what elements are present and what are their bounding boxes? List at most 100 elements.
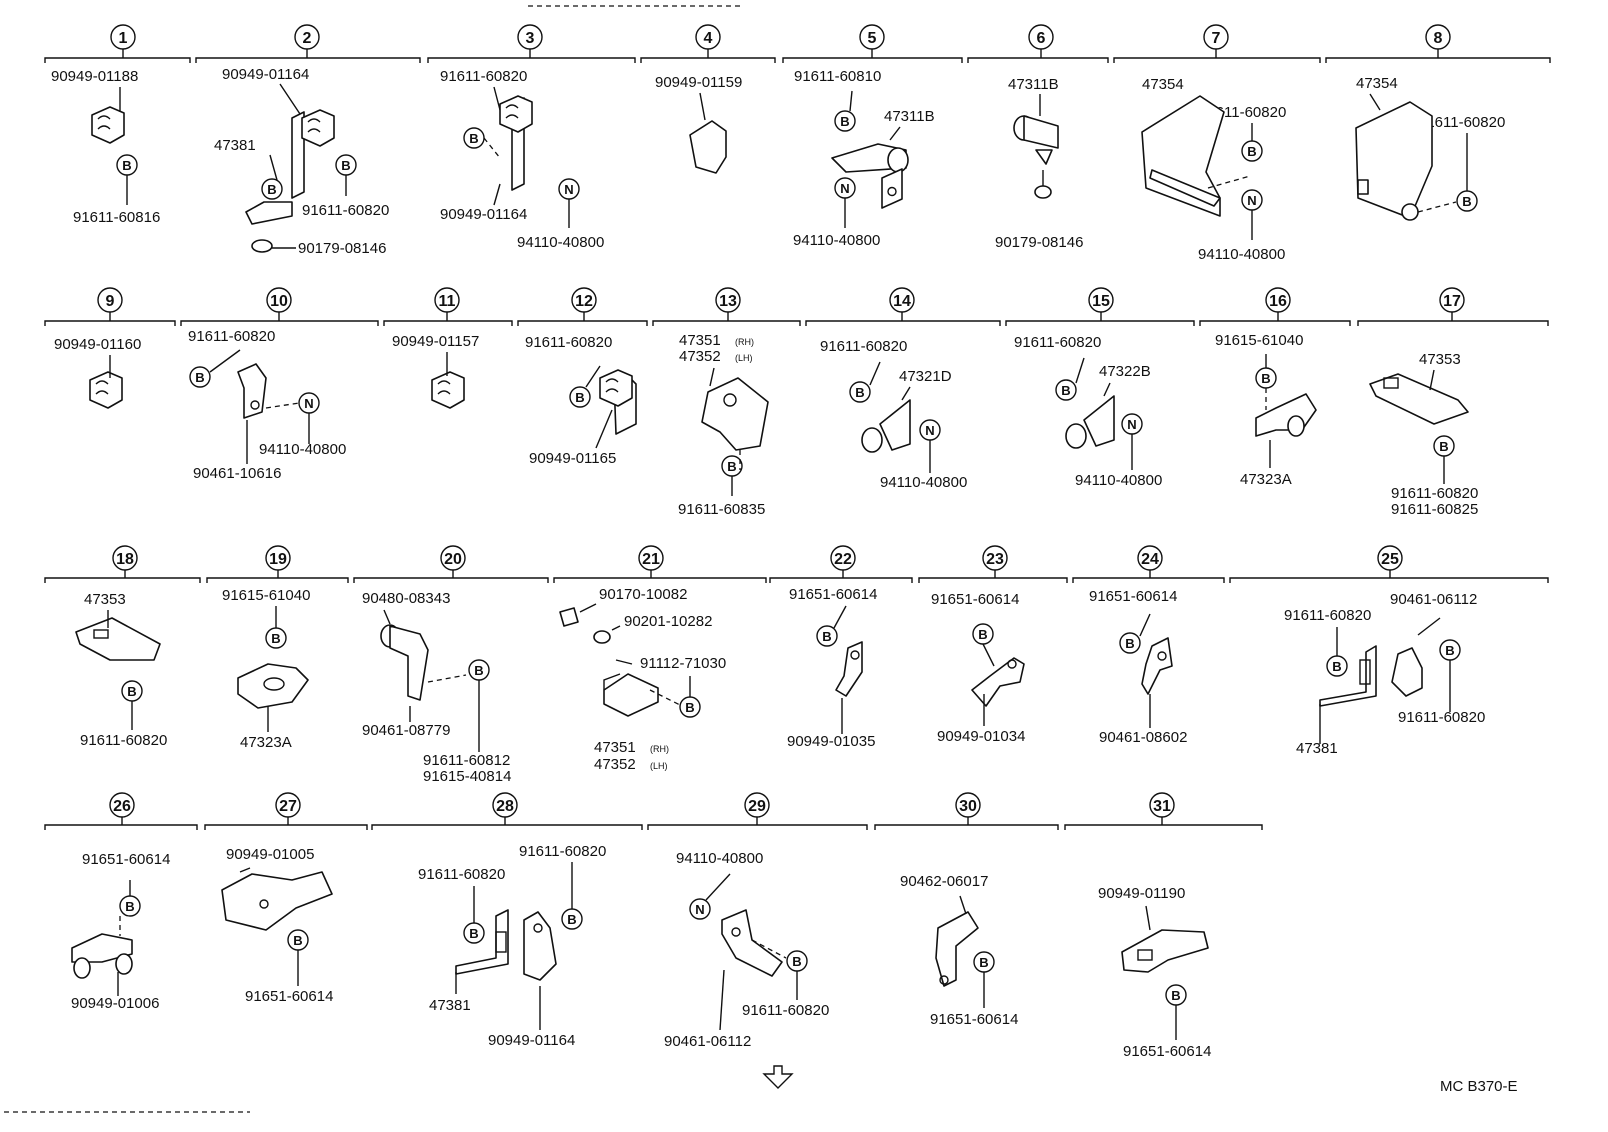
bolt-symbol-letter: B — [127, 684, 136, 699]
nut-symbol: N — [1241, 189, 1263, 211]
part-number-label: 47352 — [679, 348, 721, 365]
part-number-label: 94110-40800 — [880, 474, 967, 491]
part-number-label: 47323A — [240, 734, 292, 751]
bolt-symbol: B — [721, 455, 743, 477]
group-number-badge: 7 — [1203, 24, 1229, 50]
bolt-symbol-letter: B — [125, 899, 134, 914]
bolt-symbol-letter: B — [727, 459, 736, 474]
bolt-symbol-letter: B — [792, 954, 801, 969]
group-number: 20 — [444, 551, 462, 568]
bolt-symbol: B — [119, 895, 141, 917]
group-number: 16 — [1269, 293, 1287, 310]
part-number-label: 47354 — [1142, 76, 1184, 93]
group-number-badge: 20 — [440, 545, 466, 571]
group-number-badge: 13 — [715, 287, 741, 313]
group-number: 2 — [303, 30, 312, 47]
bolt-symbol-letter: B — [685, 700, 694, 715]
diagram-code: MC B370-E — [1440, 1078, 1518, 1095]
group-number-badge: 9 — [97, 287, 123, 313]
part-number-label: 90949-01164 — [222, 66, 309, 83]
part-number-label: 91611-60820 — [188, 328, 275, 345]
group-number: 6 — [1037, 30, 1046, 47]
part-number-label: 90949-01164 — [488, 1032, 575, 1049]
group-number-badge: 22 — [830, 545, 856, 571]
part-number-label: 94110-40800 — [1198, 246, 1285, 263]
bolt-symbol-letter: B — [469, 131, 478, 146]
group-number: 5 — [868, 30, 877, 47]
part-number-label: 91611-60816 — [73, 209, 160, 226]
part-number-label: 90480-08343 — [362, 590, 450, 607]
part-number-label: 91651-60614 — [930, 1011, 1018, 1028]
bolt-symbol: B — [463, 922, 485, 944]
nut-symbol: N — [689, 898, 711, 920]
bolt-symbol: B — [816, 625, 838, 647]
part-number-label: 91615-40814 — [423, 768, 511, 785]
bolt-symbol-letter: B — [575, 390, 584, 405]
group-number-badge: 4 — [695, 24, 721, 50]
part-number-label: 91651-60614 — [789, 586, 877, 603]
part-number-label: 91611-60825 — [1391, 501, 1478, 518]
part-number-label: 90461-10616 — [193, 465, 281, 482]
group-number-badge: 24 — [1137, 545, 1163, 571]
part-number-label: 90201-10282 — [624, 613, 712, 630]
part-number-label: 90949-01164 — [440, 206, 527, 223]
bolt-symbol: B — [468, 659, 490, 681]
part-number-label: 47323A — [1240, 471, 1292, 488]
group-number-badge: 27 — [275, 792, 301, 818]
bolt-symbol: B — [972, 623, 994, 645]
bolt-symbol-letter: B — [1261, 371, 1270, 386]
part-number-label: 47351 — [594, 739, 636, 756]
part-number-label: 90949-01005 — [226, 846, 314, 863]
part-number-label: 47351 — [679, 332, 721, 349]
nut-symbol: N — [919, 419, 941, 441]
bolt-symbol-letter: B — [1439, 439, 1448, 454]
bolt-symbol: B — [1165, 984, 1187, 1006]
down-arrow-icon — [762, 1065, 794, 1089]
part-number-label: 90170-10082 — [599, 586, 687, 603]
group-number: 31 — [1153, 798, 1171, 815]
bolt-symbol-letter: B — [1171, 988, 1180, 1003]
part-number-label: 94110-40800 — [517, 234, 604, 251]
part-number-label: 47353 — [84, 591, 126, 608]
group-number-badge: 18 — [112, 545, 138, 571]
bolt-symbol-letter: B — [293, 933, 302, 948]
part-number-label: 91651-60614 — [931, 591, 1019, 608]
bolt-symbol: B — [561, 908, 583, 930]
bolt-symbol: B — [1433, 435, 1455, 457]
group-number: 12 — [575, 293, 593, 310]
group-number: 18 — [116, 551, 134, 568]
group-number: 10 — [270, 293, 288, 310]
group-number: 13 — [719, 293, 737, 310]
nut-symbol-letter: N — [304, 396, 313, 411]
variant-label-lh: (LH) — [735, 353, 753, 363]
bolt-symbol-letter: B — [1445, 643, 1454, 658]
part-number-label: 94110-40800 — [1075, 472, 1162, 489]
nut-symbol: N — [298, 392, 320, 414]
group-number-badge: 30 — [955, 792, 981, 818]
part-number-label: 91611-60820 — [440, 68, 527, 85]
group-number: 19 — [269, 551, 287, 568]
part-number-label: 90461-06112 — [1390, 591, 1477, 608]
part-number-label: 91112-71030 — [640, 655, 726, 672]
part-number-label: 90949-01035 — [787, 733, 875, 750]
group-number-badge: 6 — [1028, 24, 1054, 50]
group-number-badge: 2 — [294, 24, 320, 50]
group-number: 7 — [1212, 30, 1221, 47]
group-number-badge: 10 — [266, 287, 292, 313]
bolt-symbol: B — [335, 154, 357, 176]
bolt-symbol-letter: B — [1125, 636, 1134, 651]
bolt-symbol: B — [121, 680, 143, 702]
